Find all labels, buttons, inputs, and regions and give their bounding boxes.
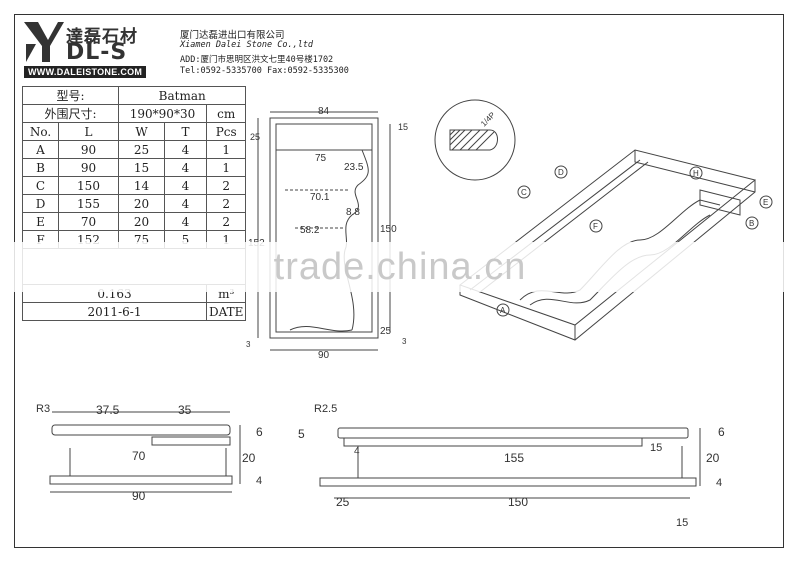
- logo-chinese-name: 達磊石材: [66, 27, 138, 47]
- dim-3-right: 3: [402, 337, 407, 346]
- dim-r3: R3: [36, 403, 50, 415]
- plan-outline: [269, 117, 379, 339]
- dim-150: 150: [380, 224, 397, 235]
- left-elevation: [49, 411, 241, 493]
- model-value: Batman: [117, 86, 247, 105]
- dim-4-left: 4: [256, 475, 262, 487]
- dim-84: 84: [318, 106, 330, 117]
- detail-view: [434, 99, 516, 181]
- dim-20-right: 20: [706, 451, 720, 465]
- plan-view: [257, 111, 391, 351]
- dim-58-2: 58.2: [300, 225, 320, 236]
- dim-23-5: 23.5: [344, 162, 364, 173]
- label-b: B: [749, 219, 754, 228]
- dim-25b: 25: [380, 326, 392, 337]
- header-w: W: [118, 122, 165, 141]
- label-f: F: [593, 222, 598, 231]
- logo-english-name: DL-S: [66, 40, 128, 65]
- label-d: D: [558, 168, 564, 177]
- dim-4-inner: 4: [354, 446, 360, 457]
- company-name-en: Xiamen Dalei Stone Co.,ltd: [180, 40, 314, 50]
- label-e: E: [763, 198, 768, 207]
- table-header-row: No. L W T Pcs: [22, 122, 247, 141]
- dim-15: 15: [398, 122, 408, 132]
- date-value: 2011-6-1: [22, 302, 207, 321]
- dim-6-left: 6: [256, 425, 263, 439]
- iso-top-face: [458, 149, 757, 326]
- company-logo: 達磊石材 DL-S WWW.DALEISTONE.COM: [22, 18, 150, 80]
- company-name-cn: 厦门达磊进出口有限公司: [180, 30, 285, 41]
- dim-25: 25: [250, 132, 260, 142]
- dim-70-1: 70.1: [310, 192, 330, 203]
- dim-4-right: 4: [716, 477, 722, 489]
- company-tel-fax: Tel:0592-5335700 Fax:0592-5335300: [180, 66, 349, 76]
- dim-15-inner: 15: [650, 442, 662, 454]
- dim-75: 75: [315, 153, 327, 164]
- header-no: No.: [22, 122, 59, 141]
- dim-3-left: 3: [246, 340, 251, 349]
- dim-90-left: 90: [132, 489, 146, 503]
- dim-6-right: 6: [718, 425, 725, 439]
- dim-90: 90: [318, 350, 330, 361]
- detail-label: 1/4P: [479, 110, 497, 128]
- label-h: H: [693, 169, 699, 178]
- company-url: WWW.DALEISTONE.COM: [24, 66, 147, 78]
- header-pcs: Pcs: [205, 122, 247, 141]
- cell: 2: [205, 176, 247, 195]
- date-row: 2011-6-1 DATE: [22, 302, 247, 321]
- watermark-text: trade.china.cn: [0, 242, 800, 292]
- dim-25-right: 25: [336, 495, 350, 509]
- logo-mark-icon: [24, 22, 64, 62]
- dim-r2-5: R2.5: [314, 403, 337, 415]
- dim-8-8: 8.8: [346, 207, 360, 218]
- dim-35: 35: [178, 403, 192, 417]
- dim-37-5: 37.5: [96, 403, 120, 417]
- cell: 155: [58, 194, 119, 213]
- dim-70: 70: [132, 449, 146, 463]
- batman-curve: [343, 149, 369, 331]
- label-a: A: [500, 306, 506, 315]
- dim-150-right: 150: [508, 495, 528, 509]
- dim-155: 155: [504, 451, 524, 465]
- company-address: ADD:厦门市思明区洪文七里40号楼1702: [180, 55, 334, 65]
- company-header: 達磊石材 DL-S WWW.DALEISTONE.COM 厦门达磊进出口有限公司…: [22, 18, 462, 82]
- date-label: DATE: [205, 302, 247, 321]
- right-elevation: [319, 427, 701, 499]
- label-c: C: [521, 188, 527, 197]
- dim-15-bottom: 15: [676, 517, 688, 529]
- dim-20-left: 20: [242, 451, 256, 465]
- dim-5: 5: [298, 427, 305, 441]
